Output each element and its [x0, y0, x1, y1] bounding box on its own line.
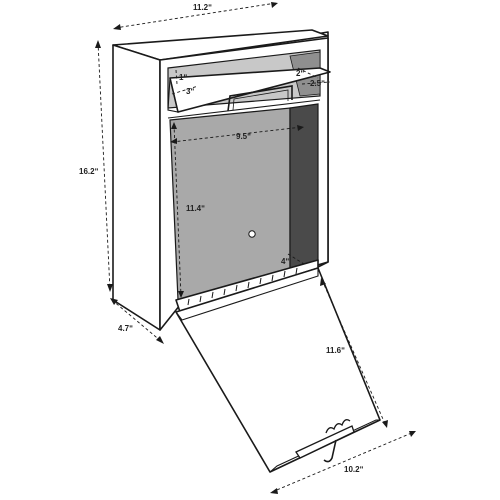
dim-interior-depth: 4ʺ	[281, 257, 289, 266]
dim-top-width: 11.2ʺ	[193, 3, 212, 12]
dim-bottom-width: 10.2ʺ	[344, 465, 364, 474]
dim-interior-height: 11.4ʺ	[186, 204, 205, 213]
dim-flap-width: 2ʺ	[296, 69, 304, 78]
flap-handle-inner	[232, 89, 289, 111]
dimension-lines	[95, 2, 416, 494]
dim-interior-width: 9.5ʺ	[236, 132, 251, 141]
latch-spring	[325, 419, 351, 434]
flap-handle	[227, 85, 293, 112]
dim-door-length: 11.6ʺ	[326, 346, 345, 355]
interior-right-wall	[289, 103, 319, 284]
hinge-ticks	[187, 267, 298, 306]
dim-flap-depth: 2.5ʺ	[310, 79, 325, 88]
dim-slot-side: 3ʺ	[186, 87, 194, 96]
dim-height: 16.2ʺ	[79, 167, 99, 176]
door-latch	[295, 425, 355, 459]
latch-hook	[323, 439, 337, 463]
dim-slot-height: 1ʺ	[179, 73, 187, 82]
box-left-side	[112, 44, 161, 331]
mail-flap-edge	[167, 77, 179, 113]
dim-depth: 4.7ʺ	[118, 324, 133, 333]
interior-top-edge	[167, 99, 321, 119]
lock-hole	[248, 230, 256, 238]
open-door-lip	[175, 268, 319, 321]
